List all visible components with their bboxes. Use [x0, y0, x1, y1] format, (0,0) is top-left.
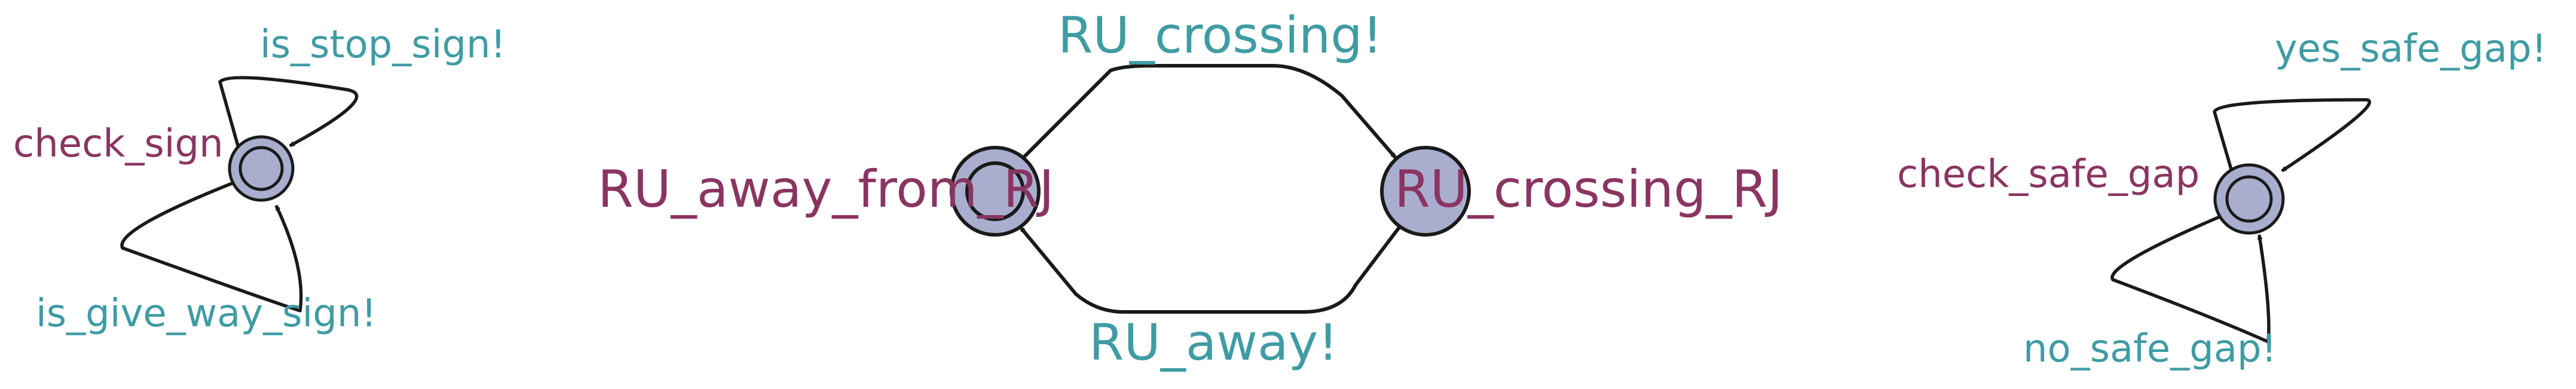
initial-marker [238, 146, 284, 191]
location-check-safe-gap[interactable] [2213, 163, 2285, 235]
location-label-check-safe-gap: check_safe_gap [1897, 152, 2199, 197]
sync-label-ru-away: RU_away! [1089, 313, 1338, 372]
automaton-gap-check: check_safe_gap yes_safe_gap! no_safe_gap… [1897, 27, 2547, 371]
edge-ru-crossing [1021, 64, 1397, 160]
edge-ru-away [1018, 225, 1402, 314]
edge-is-stop-sign [218, 76, 359, 155]
location-ru-away-from-rj[interactable] [950, 146, 1041, 237]
automaton-railroad-user: RU_away_from_RJ RU_crossing_RJ RU_crossi… [598, 6, 1783, 372]
location-circle [1380, 146, 1471, 237]
automaton-sign-check: check_sign is_stop_sign! is_give_way_sig… [13, 23, 506, 336]
location-label-ru-crossing-rj: RU_crossing_RJ [1394, 160, 1783, 219]
sync-label-yes-safe-gap: yes_safe_gap! [2275, 27, 2547, 71]
location-circle [950, 146, 1041, 237]
edge-no-safe-gap [2110, 212, 2271, 344]
location-ru-crossing-rj[interactable] [1380, 146, 1471, 237]
location-check-sign[interactable] [228, 135, 295, 202]
sync-label-is-give-way-sign: is_give_way_sign! [36, 292, 377, 336]
edge-is-give-way-sign [120, 179, 303, 313]
location-circle [2213, 163, 2285, 235]
location-label-ru-away-from-rj: RU_away_from_RJ [598, 160, 1054, 219]
sync-label-ru-crossing: RU_crossing! [1058, 6, 1382, 65]
sync-label-no-safe-gap: no_safe_gap! [2023, 327, 2277, 371]
initial-marker [2225, 175, 2273, 223]
edge-yes-safe-gap [2213, 98, 2372, 173]
initial-marker [965, 161, 1025, 221]
sync-label-is-stop-sign: is_stop_sign! [260, 23, 506, 67]
location-label-check-sign: check_sign [13, 122, 224, 166]
